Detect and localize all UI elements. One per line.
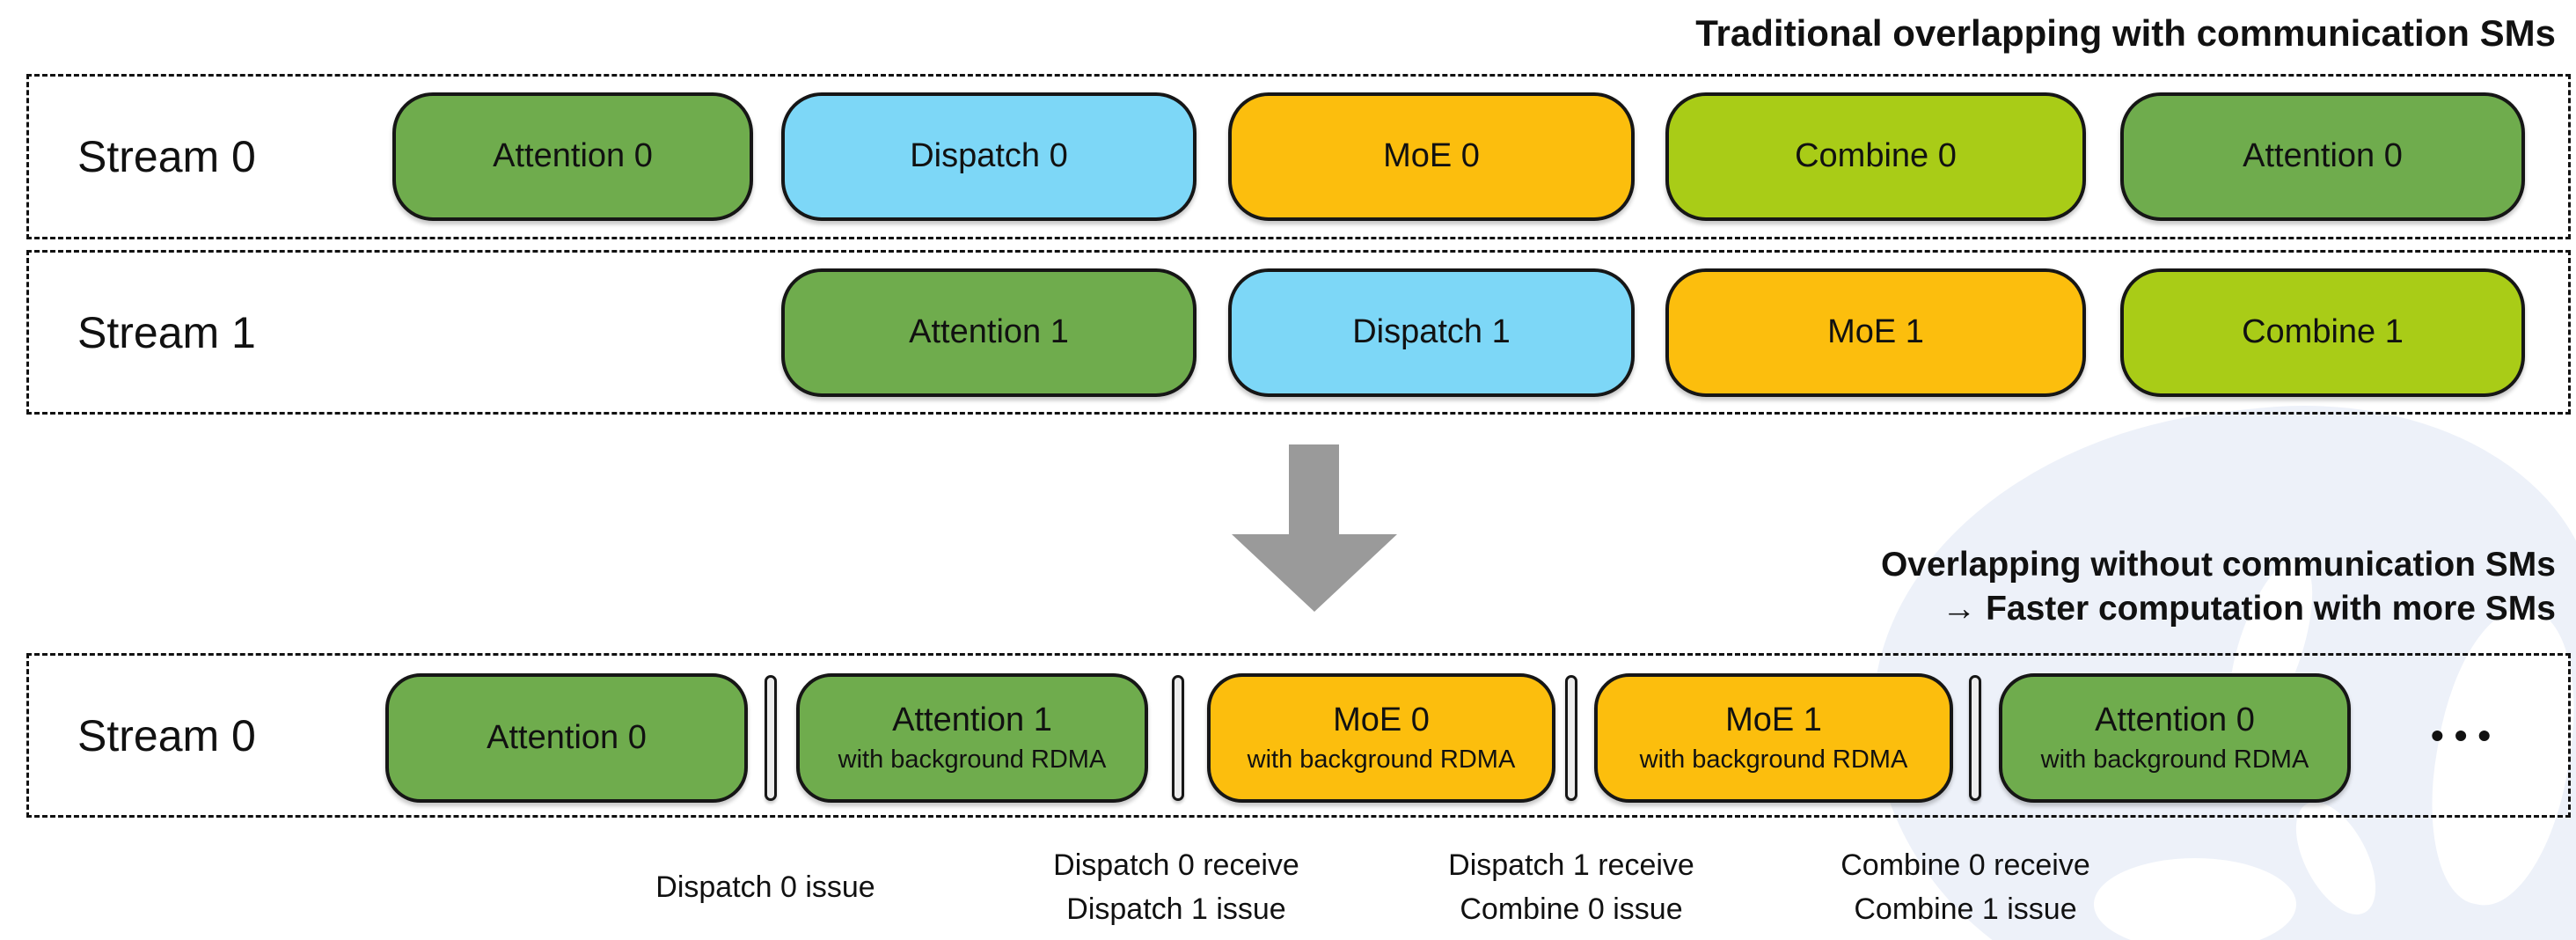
block-sublabel: with background RDMA — [1639, 745, 1908, 775]
block-label: Combine 1 — [2242, 313, 2404, 351]
stream-box-bottom: Stream 0 Attention 0 Attention 1 with ba… — [26, 653, 2571, 818]
block-label: Attention 0 — [487, 718, 647, 756]
block-sublabel: with background RDMA — [2040, 745, 2309, 775]
stream-1-label: Stream 1 — [77, 307, 256, 357]
event-label-line: Combine 0 receive — [1841, 848, 2090, 882]
block-moe-0: MoE 0 — [1228, 92, 1635, 221]
block-label: Combine 0 — [1795, 137, 1957, 175]
block-attention-1: Attention 1 — [781, 268, 1197, 397]
block-combine-0: Combine 0 — [1665, 92, 2086, 221]
block-moe-0-rdma: MoE 0 with background RDMA — [1207, 673, 1555, 803]
block-label: Attention 1 — [892, 701, 1052, 739]
bottom-title-line1: Overlapping without communication SMs — [1880, 546, 2556, 584]
event-label-dispatch-0-issue: Dispatch 0 issue — [563, 838, 968, 936]
separator-bar — [1969, 675, 1981, 801]
block-label: Attention 1 — [909, 313, 1069, 351]
ellipsis-more: ••• — [2431, 714, 2502, 756]
block-sublabel: with background RDMA — [838, 745, 1107, 775]
block-label: MoE 0 — [1333, 701, 1430, 739]
block-moe-1-rdma: MoE 1 with background RDMA — [1594, 673, 1953, 803]
event-label-line: Dispatch 0 issue — [655, 870, 875, 904]
separator-bar — [1172, 675, 1184, 801]
block-label: Dispatch 0 — [910, 137, 1068, 175]
bottom-title: Overlapping without communication SMs → … — [1881, 543, 2556, 631]
block-label: Attention 0 — [493, 137, 653, 175]
block-attention-0-repeat: Attention 0 — [2120, 92, 2525, 221]
event-label-line: Combine 1 issue — [1854, 892, 2077, 926]
block-attention-0-bottom: Attention 0 — [385, 673, 748, 803]
block-moe-1: MoE 1 — [1665, 268, 2086, 397]
block-attention-0-rdma: Attention 0 with background RDMA — [1999, 673, 2351, 803]
stream-box-top-1: Stream 1 Attention 1 Dispatch 1 MoE 1 Co… — [26, 250, 2571, 415]
block-label: Attention 0 — [2243, 137, 2403, 175]
event-label-dispatch-1-receive: Dispatch 1 receive Combine 0 issue — [1369, 838, 1774, 936]
block-label: Attention 0 — [2095, 701, 2255, 739]
block-label: Dispatch 1 — [1352, 313, 1511, 351]
separator-bar — [1565, 675, 1577, 801]
block-attention-1-rdma: Attention 1 with background RDMA — [796, 673, 1148, 803]
stream-box-top-0: Stream 0 Attention 0 Dispatch 0 MoE 0 Co… — [26, 74, 2571, 239]
block-sublabel: with background RDMA — [1247, 745, 1516, 775]
block-dispatch-0: Dispatch 0 — [781, 92, 1197, 221]
event-label-combine-0-receive: Combine 0 receive Combine 1 issue — [1763, 838, 2168, 936]
event-label-line: Combine 0 issue — [1460, 892, 1683, 926]
event-label-line: Dispatch 1 receive — [1448, 848, 1694, 882]
stream-0-label: Stream 0 — [77, 132, 256, 181]
block-attention-0: Attention 0 — [392, 92, 753, 221]
block-label: MoE 0 — [1383, 137, 1480, 175]
block-label: MoE 1 — [1725, 701, 1822, 739]
block-label: MoE 1 — [1827, 313, 1924, 351]
event-label-line: Dispatch 1 issue — [1066, 892, 1286, 926]
event-label-dispatch-0-receive: Dispatch 0 receive Dispatch 1 issue — [974, 838, 1379, 936]
watermark-swirl — [2094, 858, 2296, 940]
block-dispatch-1: Dispatch 1 — [1228, 268, 1635, 397]
block-combine-1: Combine 1 — [2120, 268, 2525, 397]
top-title: Traditional overlapping with communicati… — [1695, 12, 2556, 54]
event-label-line: Dispatch 0 receive — [1053, 848, 1299, 882]
down-arrow-icon — [1232, 444, 1397, 612]
stream-0-bottom-label: Stream 0 — [77, 710, 256, 760]
bottom-title-line2: → Faster computation with more SMs — [1942, 590, 2556, 628]
separator-bar — [765, 675, 777, 801]
